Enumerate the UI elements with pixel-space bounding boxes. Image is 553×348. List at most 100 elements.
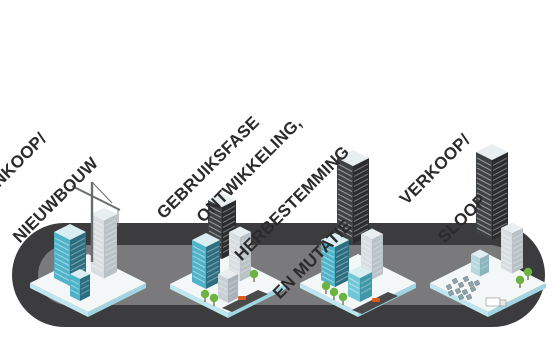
window-row [240,257,251,264]
window-row [476,192,492,201]
window-row [70,242,86,251]
window-row [208,220,222,228]
window-row [229,257,240,264]
window-row [192,245,206,253]
window-row [70,252,86,261]
window-row [372,254,383,261]
window-row [321,270,335,278]
window-row [492,217,508,226]
building-side [104,214,117,279]
building-side [54,232,70,286]
rubble-piece [469,285,477,293]
rubble-piece [445,283,453,291]
window-row [337,218,353,227]
window-row [476,227,492,236]
window-row [353,193,369,202]
window-row [335,265,349,273]
window-row [321,245,335,253]
window-row [54,272,70,281]
building-roof [476,144,508,160]
window-row [335,245,349,253]
window-row [240,262,251,269]
building-roof [501,222,523,234]
window-row [512,233,523,240]
rubble-piece [467,280,475,288]
tree-crown [200,289,210,299]
window-row [361,244,372,251]
building-icon [91,207,117,279]
building-icon [471,249,489,277]
rubble-piece [451,277,459,285]
window-row [54,242,70,251]
tree-crown [209,293,219,303]
window-row [335,260,349,268]
building-icon [70,269,90,301]
tree-icon [329,287,339,300]
window-row [476,202,492,211]
window-row [337,163,353,172]
building-side [240,232,251,282]
building-side [353,158,369,244]
building-side [501,228,512,274]
window-row [192,270,206,278]
car-icon [238,296,246,300]
window-row [337,168,353,177]
tile-side [430,283,488,317]
car-icon [372,298,380,302]
building-side [337,158,353,244]
window-row [104,264,117,272]
window-row [492,187,508,196]
window-row [192,255,206,263]
tree-crown [523,267,533,277]
window-row [218,284,228,290]
window-row [372,264,383,271]
building-roof [218,269,238,279]
window-row [104,219,117,227]
truck-cab [499,299,507,307]
tile-side [88,283,146,317]
window-row [372,269,383,276]
window-row [335,255,349,263]
window-row [353,168,369,177]
window-row [361,254,372,261]
window-row [501,233,512,240]
building-roof [348,266,372,278]
window-row [80,284,90,290]
window-row [229,252,240,259]
window-row [70,247,86,256]
phase-tile-ontwikkeling [300,150,416,317]
window-row [229,262,240,269]
window-row [492,207,508,216]
window-row [104,224,117,232]
building-side [492,152,508,240]
window-row [353,198,369,207]
building-roof [337,150,369,166]
window-row [476,187,492,196]
window-row [104,239,117,247]
building-roof [229,226,251,238]
window-row [501,248,512,255]
window-row [337,193,353,202]
window-row [360,287,372,294]
building-side [471,254,480,277]
window-row [353,203,369,212]
window-row [91,264,104,272]
window-row [492,222,508,231]
window-row [353,223,369,232]
window-row [321,275,335,283]
window-row [206,255,220,263]
window-row [360,277,372,284]
window-row [353,163,369,172]
tree-crown [515,275,525,285]
window-row [70,237,86,246]
road [352,292,398,314]
window-row [104,259,117,267]
window-row [348,282,360,289]
window-row [492,212,508,221]
tile-side [300,283,358,317]
tree-icon [515,275,525,288]
window-row [70,257,86,266]
building-icon [501,222,523,274]
building-side [192,240,206,289]
window-row [512,238,523,245]
